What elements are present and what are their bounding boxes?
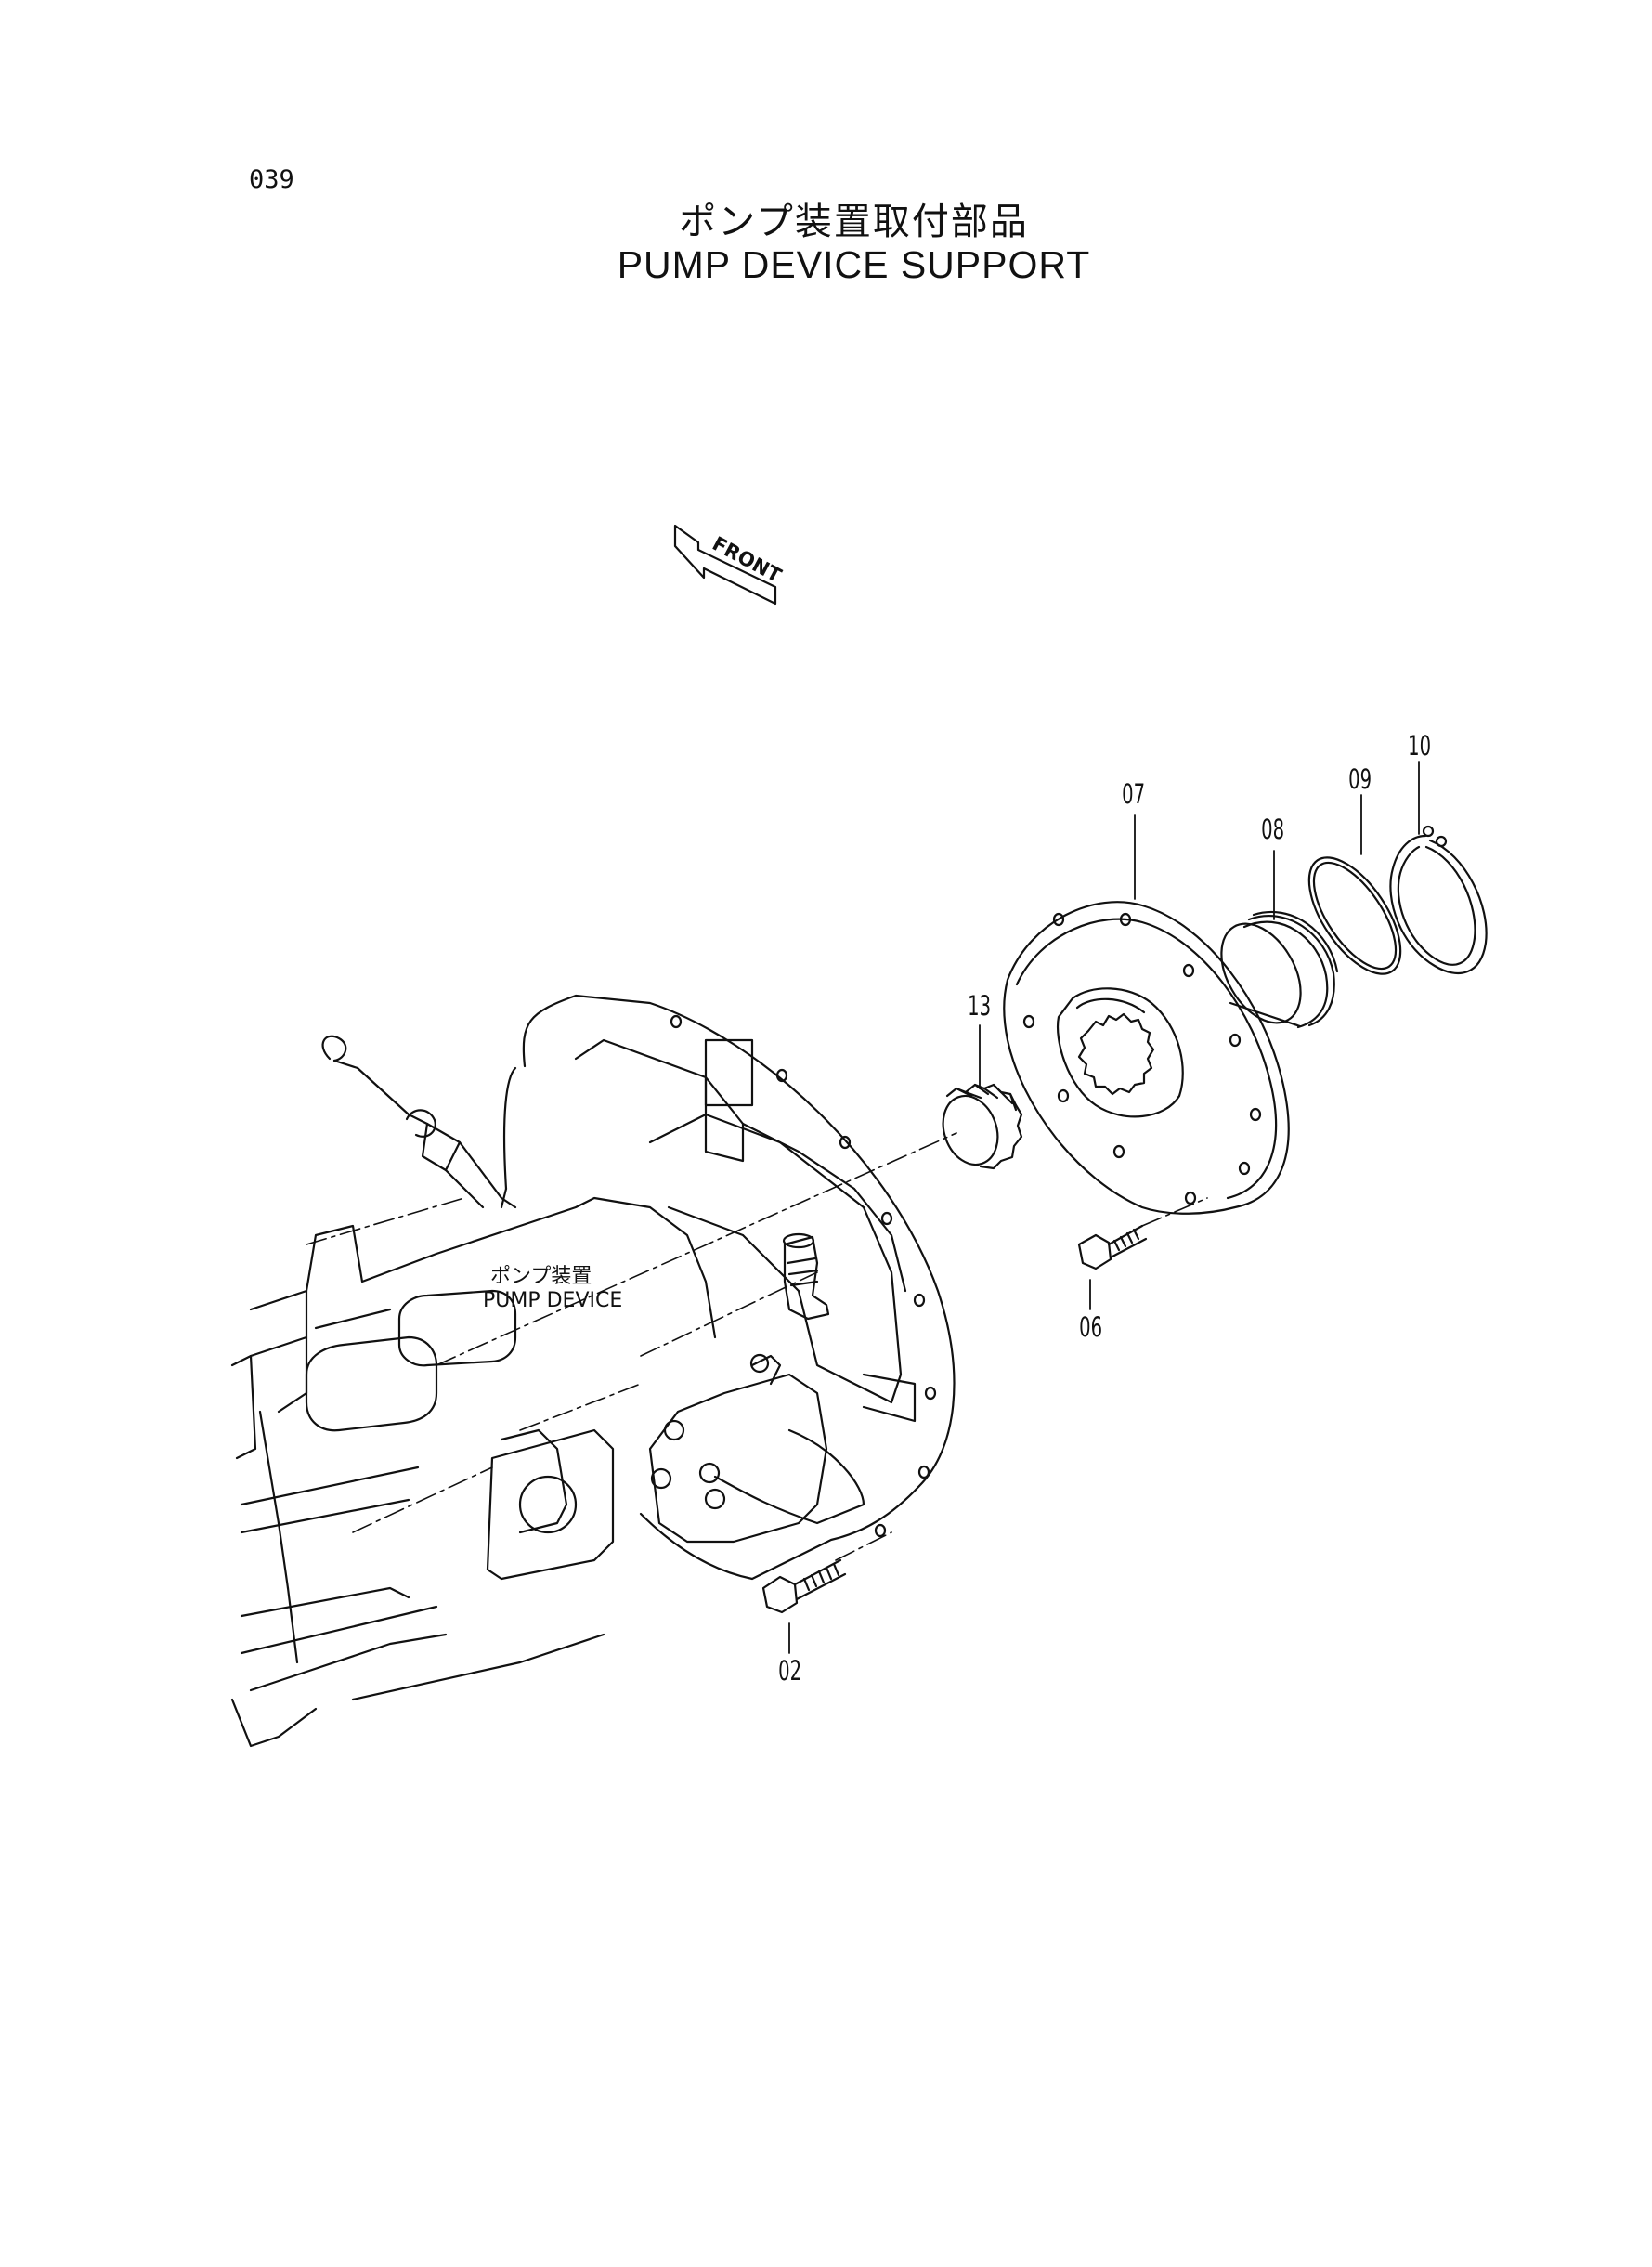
assembly-label-japanese: ポンプ装置 bbox=[490, 1265, 592, 1288]
assembly-label-english: PUMP DEVICE bbox=[483, 1289, 623, 1312]
page-number: 039 bbox=[249, 165, 294, 194]
pump-device-body bbox=[230, 1196, 828, 1748]
bolt-02 bbox=[761, 1558, 847, 1614]
spline-coupling-13 bbox=[942, 1083, 1023, 1170]
callout-09: 09 bbox=[1348, 763, 1372, 795]
callout-leader-lines bbox=[788, 761, 1420, 1654]
page-title-japanese: ポンプ装置取付部品 bbox=[679, 201, 1029, 243]
callout-07: 07 bbox=[1122, 778, 1146, 810]
bolt-06 bbox=[1077, 1224, 1148, 1270]
callout-02: 02 bbox=[778, 1655, 802, 1687]
pressure-fitting bbox=[782, 1232, 830, 1321]
snap-ring-10 bbox=[1389, 825, 1488, 974]
callout-06: 06 bbox=[1079, 1311, 1103, 1343]
cap-08 bbox=[1220, 910, 1339, 1029]
flange-plate-07 bbox=[1003, 901, 1290, 1215]
page-title-english: PUMP DEVICE SUPPORT bbox=[617, 243, 1091, 286]
pump-housing bbox=[500, 994, 956, 1581]
callout-13: 13 bbox=[968, 990, 992, 1022]
assembly-center-lines bbox=[306, 1132, 1208, 1561]
front-arrow-icon: FRONT bbox=[673, 524, 786, 606]
o-ring-09 bbox=[1307, 856, 1402, 975]
sensor-cable bbox=[321, 1035, 517, 1209]
callout-08: 08 bbox=[1261, 814, 1285, 845]
callout-10: 10 bbox=[1408, 730, 1432, 762]
